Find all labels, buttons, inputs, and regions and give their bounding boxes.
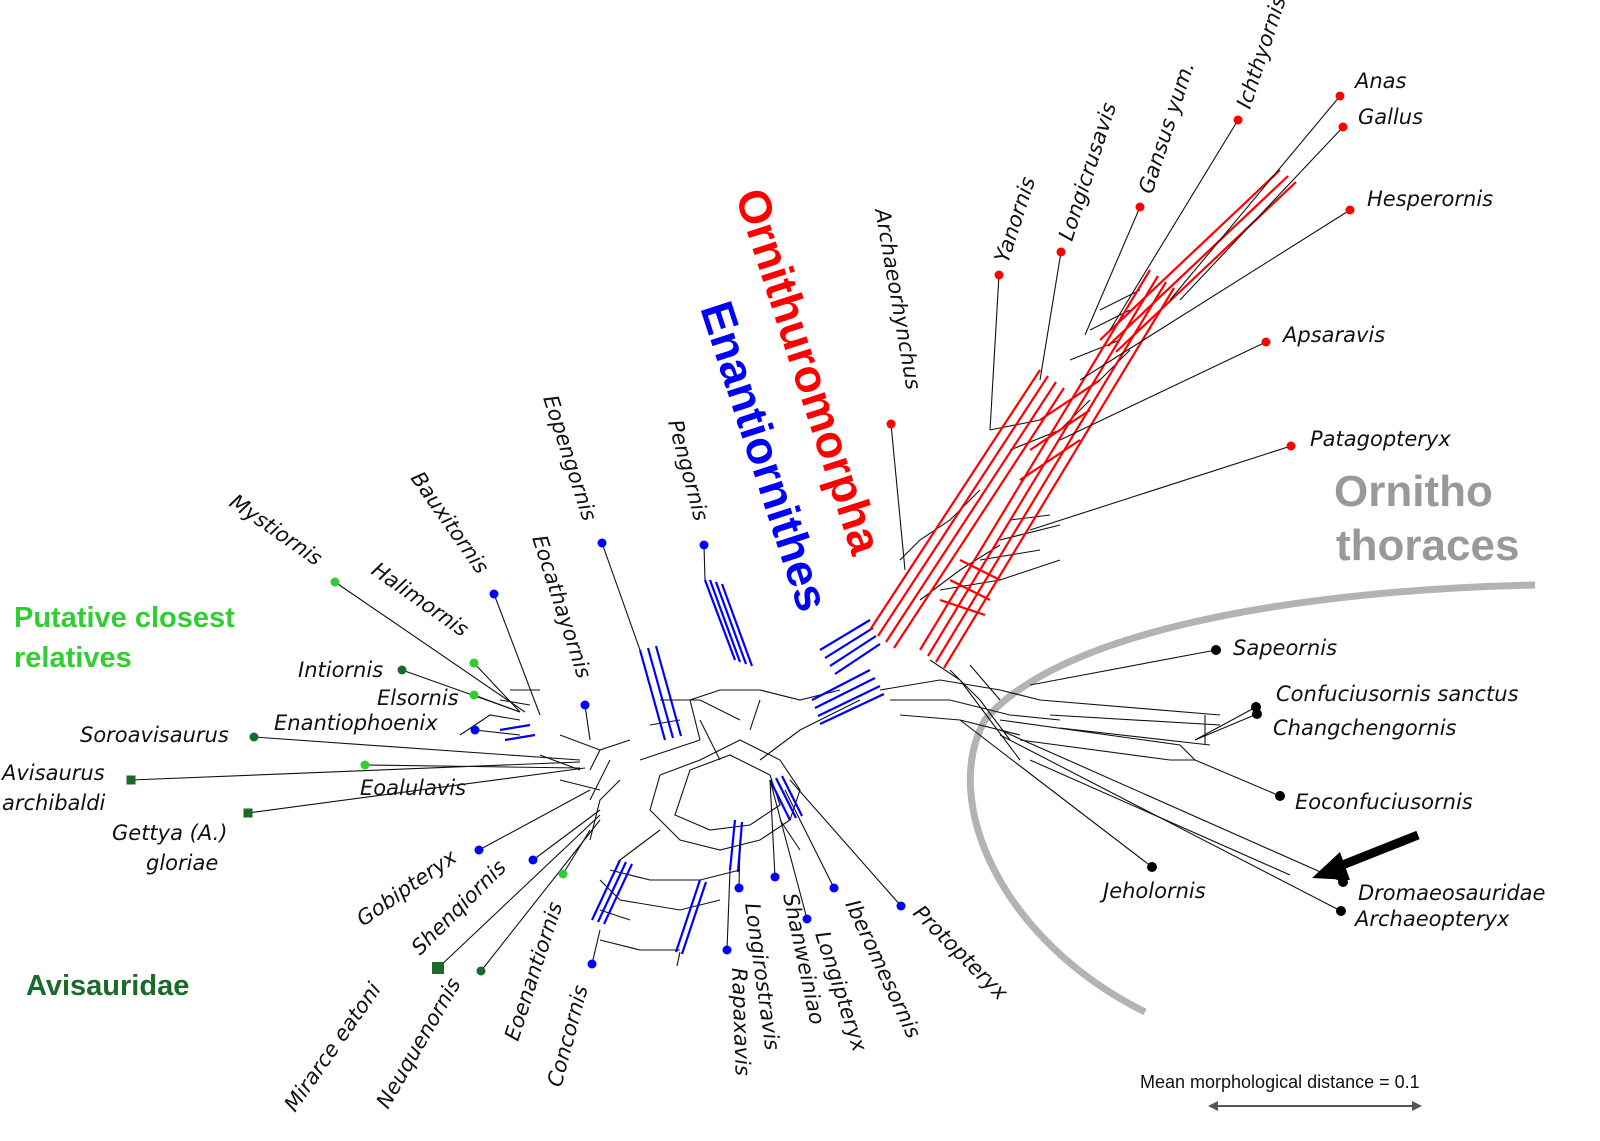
anas-label: Anas [1353,69,1407,93]
archaeopteryx-label: Archaeopteryx [1353,907,1510,931]
rapaxavis-label: Rapaxavis [727,967,755,1076]
archaeorhynchus-label: Archaeorhynchus [870,205,926,392]
avisaurus-node-marker [126,775,136,785]
soroavisaurus-node-marker [249,732,259,742]
ichthyornis-node-marker [1233,115,1243,125]
mirarce-node-marker [432,962,444,974]
longipteryx-node-marker [802,914,812,924]
yanornis-label: Yanornis [990,174,1040,266]
enantiophoenix-label: Enantiophoenix [274,711,438,735]
terminal-branches [130,95,1351,972]
hesperornis-label: Hesperornis [1367,187,1493,211]
ornithothoraces-label-2: thoraces [1336,521,1519,570]
avisaurus-label-line2: archibaldi [2,791,106,815]
rapaxavis-node-marker [722,945,732,955]
gallus-label: Gallus [1358,105,1423,129]
gettya-node-marker [243,808,253,818]
scale-bar: Mean morphological distance = 0.1 [1140,1072,1422,1111]
eopengornis-node-marker [597,538,607,548]
shenqiornis-node-marker [528,855,538,865]
bauxitornis-node-marker [489,589,499,599]
sapeornis-node-marker [1211,645,1221,655]
protopteryx-label: Protopteryx [908,901,1012,1005]
bauxitornis-label: Bauxitornis [406,467,494,578]
jeholornis-node-marker [1147,862,1157,872]
apsaravis-label: Apsaravis [1281,323,1385,347]
longirostravis-node-marker [734,883,744,893]
scale-bar-label: Mean morphological distance = 0.1 [1140,1072,1420,1092]
gobipteryx-node-marker [474,845,484,855]
intiornis-node-marker [397,665,407,675]
dromaeosauridae-node-marker [1338,877,1348,887]
elsornis-node-marker [469,690,479,700]
dromaeosauridae-label: Dromaeosauridae [1358,881,1545,905]
neuquenornis-node-marker [476,966,486,976]
arrow-marker [1312,830,1420,880]
neuquenornis-label: Neuquenornis [372,974,466,1113]
eocathayornis-node-marker [580,700,590,710]
enantiornithes-edges [499,579,885,955]
mystiornis-label: Mystiornis [225,489,327,570]
eoalulavis-label: Eoalulavis [360,776,466,800]
concornis-label: Concornis [543,983,593,1090]
ornithothoraces-arc [966,581,1536,1016]
apsaravis-node-marker [1261,337,1271,347]
sapeornis-label: Sapeornis [1233,636,1337,660]
ornithothoraces-label-1: Ornitho [1334,467,1493,516]
archaeorhynchus-node-marker [886,419,896,429]
patagopteryx-label: Patagopteryx [1310,427,1451,451]
soroavisaurus-label: Soroavisaurus [80,723,229,747]
eoenantiornis-label: Eoenantiornis [500,899,567,1044]
ichthyornis-label: Ichthyornis [1232,0,1291,112]
avisaurus-label: Avisaurus [0,761,105,785]
longicrusavis-node-marker [1056,247,1066,257]
halimornis-label: Halimornis [367,557,473,641]
concornis-node-marker [587,959,597,969]
pengornis-label: Pengornis [663,417,713,524]
gettya-label-line2: gloriae [146,851,218,875]
jeholornis-label: Jeholornis [1099,879,1206,903]
confuciusornis-label: Confuciusornis sanctus [1276,682,1519,706]
eoalulavis-node-marker [360,760,370,770]
eopengornis-label: Eopengornis [538,392,601,524]
elsornis-label: Elsornis [377,686,459,710]
changchengornis-label: Changchengornis [1273,716,1457,740]
eoenantiornis-node-marker [558,869,568,879]
avisauridae-label: Avisauridae [26,970,189,1002]
gansus-label: Gansus yum. [1134,59,1199,197]
gallus-node-marker [1338,122,1348,132]
changchengornis-node-marker [1252,709,1262,719]
eocathayornis-label: Eocathayornis [527,532,596,681]
hesperornis-node-marker [1345,205,1355,215]
shanweiniao-node-marker [770,872,780,882]
ornithuromorpha-edges [869,169,1297,669]
intiornis-label: Intiornis [298,658,383,682]
gettya-label: Gettya (A.) [112,821,227,845]
putative-relatives-label-1: Putative closest [14,602,235,634]
pengornis-node-marker [699,540,709,550]
putative-relatives-label-2: relatives [14,642,132,674]
eoconfuciusornis-label: Eoconfuciusornis [1295,790,1473,814]
patagopteryx-node-marker [1286,441,1296,451]
mystiornis-node-marker [330,577,340,587]
enantiophoenix-node-marker [470,725,480,735]
network-core [459,289,1221,951]
gansus-node-marker [1135,202,1145,212]
yanornis-node-marker [994,270,1004,280]
mirarce-label: Mirarce eatoni [279,978,386,1116]
iberomesornis-node-marker [829,883,839,893]
anas-node-marker [1335,91,1345,101]
archaeopteryx-node-marker [1336,906,1346,916]
longicrusavis-label: Longicrusavis [1054,100,1121,244]
halimornis-node-marker [469,658,479,668]
eoconfuciusornis-node-marker [1275,791,1285,801]
protopteryx-node-marker [896,901,906,911]
